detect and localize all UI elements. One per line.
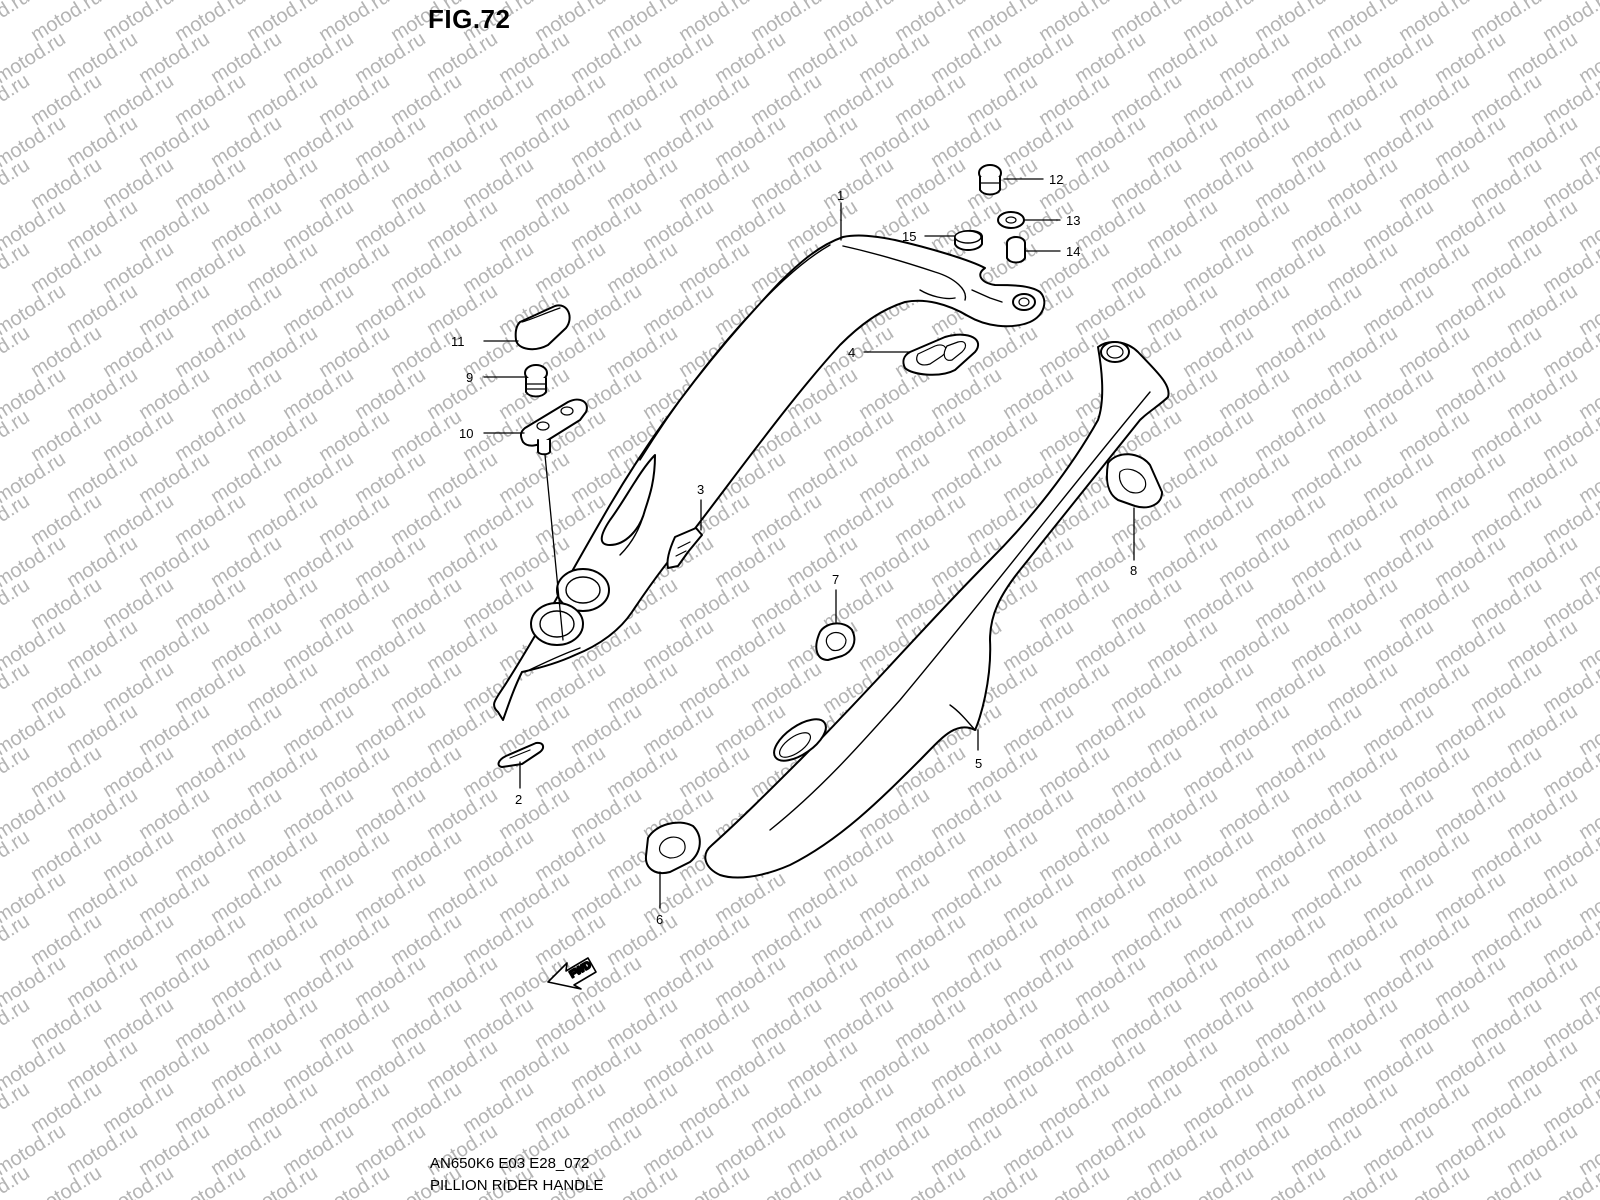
- part-3-plate: [666, 527, 703, 569]
- diagram-code: AN650K6 E03 E28_072: [430, 1155, 590, 1172]
- callout-8: 8: [1130, 563, 1137, 578]
- part-14-collar: [1006, 236, 1026, 264]
- part-7-cushion: [815, 622, 856, 661]
- leader-lines: [483, 178, 1135, 909]
- part-11-cap: [514, 304, 571, 351]
- callout-10: 10: [459, 426, 473, 441]
- part-5-right-handle: [704, 340, 1170, 879]
- callout-13: 13: [1066, 213, 1080, 228]
- diagram-name: PILLION RIDER HANDLE: [430, 1177, 604, 1194]
- callout-labels: 1 2 3 4 5 6 7 8 9 10 11 12 13 14 15: [451, 172, 1137, 927]
- callout-14: 14: [1066, 244, 1080, 259]
- part-1-left-handle: [493, 234, 1046, 721]
- figure-title: FIG.72: [428, 4, 511, 34]
- callout-2: 2: [515, 792, 522, 807]
- part-13-washer: [997, 211, 1025, 229]
- part-4-rubber-pad: [902, 333, 980, 376]
- callout-7: 7: [832, 572, 839, 587]
- forward-arrow-icon: FWD: [547, 957, 597, 990]
- callout-1: 1: [837, 188, 844, 203]
- callout-12: 12: [1049, 172, 1063, 187]
- callout-9: 9: [466, 370, 473, 385]
- part-2-plate: [497, 741, 545, 768]
- part-8-rubber-pad: [1105, 453, 1163, 509]
- watermark-text: motod.ru: [1575, 0, 1600, 4]
- callout-3: 3: [697, 482, 704, 497]
- callout-4: 4: [848, 345, 855, 360]
- callout-5: 5: [975, 756, 982, 771]
- part-6-cushion: [644, 821, 701, 874]
- part-9-bolt: [524, 364, 548, 398]
- callout-11: 11: [451, 334, 465, 349]
- part-15-grommet: [954, 230, 983, 251]
- part-12-bolt: [978, 164, 1002, 196]
- part-10-bracket: [519, 398, 588, 456]
- callout-6: 6: [656, 912, 663, 927]
- callout-15: 15: [902, 229, 916, 244]
